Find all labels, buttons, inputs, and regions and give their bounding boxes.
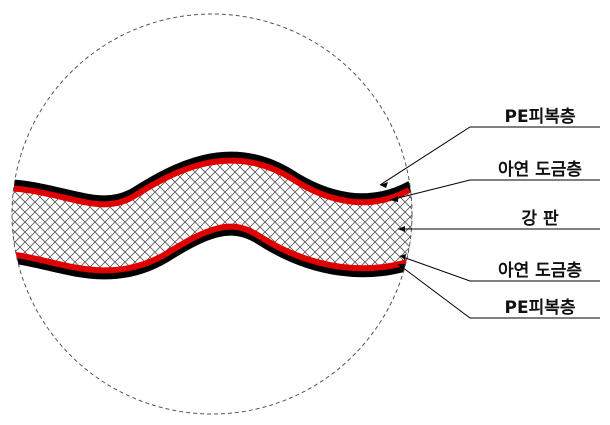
- steel-plate-layer: [12, 163, 412, 268]
- label-pe-coating-top: PE피복층: [505, 107, 576, 127]
- label-pe-coating-bottom: PE피복층: [505, 298, 576, 318]
- arrow-pe-top: [380, 182, 388, 188]
- leader-zinc-top: [389, 179, 600, 201]
- label-zinc-plating-bottom: 아연 도금층: [498, 261, 582, 281]
- arrow-zinc-top: [390, 196, 398, 202]
- arrow-pe-bottom: [398, 264, 405, 270]
- leader-pe-top: [379, 126, 600, 186]
- label-steel-plate: 강 판: [521, 209, 559, 229]
- leader-arrowheads: [380, 182, 406, 270]
- leader-lines: [379, 126, 600, 319]
- leader-pe-bottom: [397, 263, 600, 319]
- leader-zinc-bottom: [399, 255, 600, 282]
- layered-strip: [12, 151, 412, 280]
- arrow-steel: [398, 226, 405, 232]
- label-zinc-plating-top: 아연 도금층: [498, 160, 582, 180]
- magnifier-circle: [11, 13, 413, 415]
- arrow-zinc-bottom: [400, 254, 406, 260]
